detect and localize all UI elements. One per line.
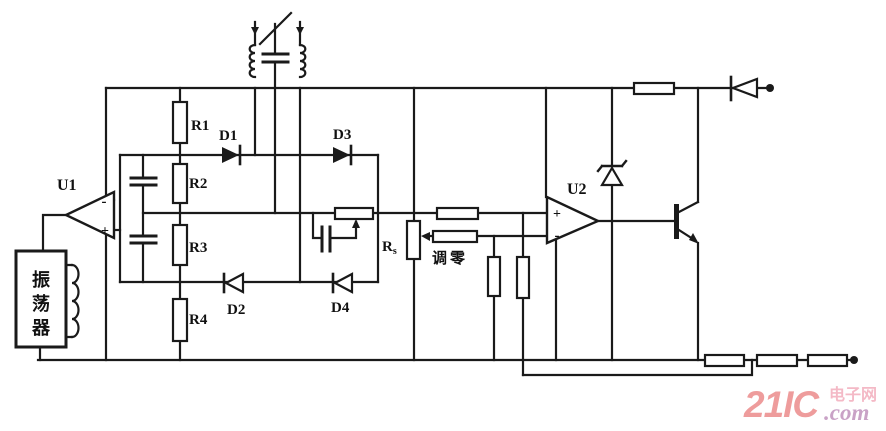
diode-d4: D4 [331,272,354,316]
transistor-base-bar [674,204,679,239]
rs-body [405,219,422,261]
watermark: 21IC 电子网 .com [743,384,877,425]
diode-d3: D3 [333,127,353,166]
u1-capacitors [129,176,158,245]
r4-label: R4 [189,312,208,328]
u1-label: U1 [57,177,77,194]
watermark-suffix: .com [824,400,869,425]
npn-transistor [674,204,699,244]
resistor-r2-body [171,162,189,205]
series-resistor-2-body [755,353,799,368]
collector-wire [677,86,700,214]
emitter-wire [677,228,700,362]
zero-adjust-pot-body [431,229,479,244]
output-diode-icon [729,77,759,99]
phase-adjust-pot [320,206,375,253]
oscillator-block: 振 荡 器 [14,249,80,349]
divider-resistor-b-body [515,255,531,300]
series-resistor-1-body [703,353,746,368]
right-adjust-arrow-icon [296,27,304,35]
secondary-coil-icon [298,43,307,79]
oscillator-label-char3: 器 [31,318,51,338]
output-terminal-dot [766,84,774,92]
oscillator-label-char2: 荡 [32,293,50,314]
rs-label-base: R [382,239,393,255]
u1-minus-sign: - [102,194,107,210]
output-branch [632,75,774,102]
r2-label: R2 [189,176,207,192]
watermark-site-cn: 电子网 [829,385,877,404]
resistor-r3-body [171,223,189,267]
tuned-transformer [248,27,307,79]
opamp-u2: + - U2 [545,181,601,245]
zero-adjust-label: 调零 [432,250,468,267]
watermark-brand: 21IC [743,384,820,425]
u2-input-network: 调零 [421,206,531,300]
d2-label: D2 [227,302,245,318]
oscillator-label-char1: 振 [32,269,50,290]
divider-resistor-a-body [486,255,502,298]
emitter-arrow-icon [689,233,699,244]
phase-pot-wiper-wire [311,211,358,240]
d3-label: D3 [333,127,351,143]
series-resistor-3-body [806,353,849,368]
bridge-capacitor-icon [320,225,332,253]
wires [36,11,852,377]
resistor-chain [171,100,189,343]
phase-pot-body [333,206,375,221]
d4-label: D4 [331,300,350,316]
r1-label: R1 [191,118,209,134]
zero-adjust-wiper-arrow-icon [421,232,430,241]
phase-pot-wiper-arrow-icon [352,219,360,228]
resistor-r4-body [171,297,189,343]
u1-plus-sign: + [101,224,109,239]
u2-plus-sign: + [553,207,561,222]
bottom-terminal-dot [850,356,858,364]
variable-arrow-line [258,11,293,46]
resistor-r1-body [171,100,189,145]
diode-ring: D1 D3 D2 D4 [219,127,354,318]
feedback-lower-wire [521,358,754,377]
d1-label: D1 [219,128,237,144]
input-resistor-body [435,206,480,221]
zener-bar-icon [596,159,628,173]
left-adjust-arrow-icon [251,27,259,35]
opamp-u1: - + U1 [57,177,116,240]
diode-d2: D2 [222,272,245,318]
diode-d1: D1 [219,128,242,166]
primary-coil-icon [248,43,257,79]
bottom-series-resistors [703,353,858,368]
r3-label: R3 [189,240,207,256]
zener-diode [596,159,628,187]
u1-output-wire [41,213,68,253]
u2-label: U2 [567,181,587,198]
rs-label: Rs [382,239,397,257]
zener-triangle-icon [600,165,624,187]
u1-inverting-feed-wire [104,86,116,202]
output-resistor-body [632,81,676,96]
sampling-resistor-rs: Rs [382,219,422,261]
tuning-capacitor-icon [261,52,290,64]
u2-minus-sign: - [555,228,560,244]
capacitor-c1-icon [129,176,158,187]
rs-label-sub: s [393,246,397,257]
capacitor-c2-icon [129,234,158,245]
oscillator-coil-icon [70,263,80,339]
